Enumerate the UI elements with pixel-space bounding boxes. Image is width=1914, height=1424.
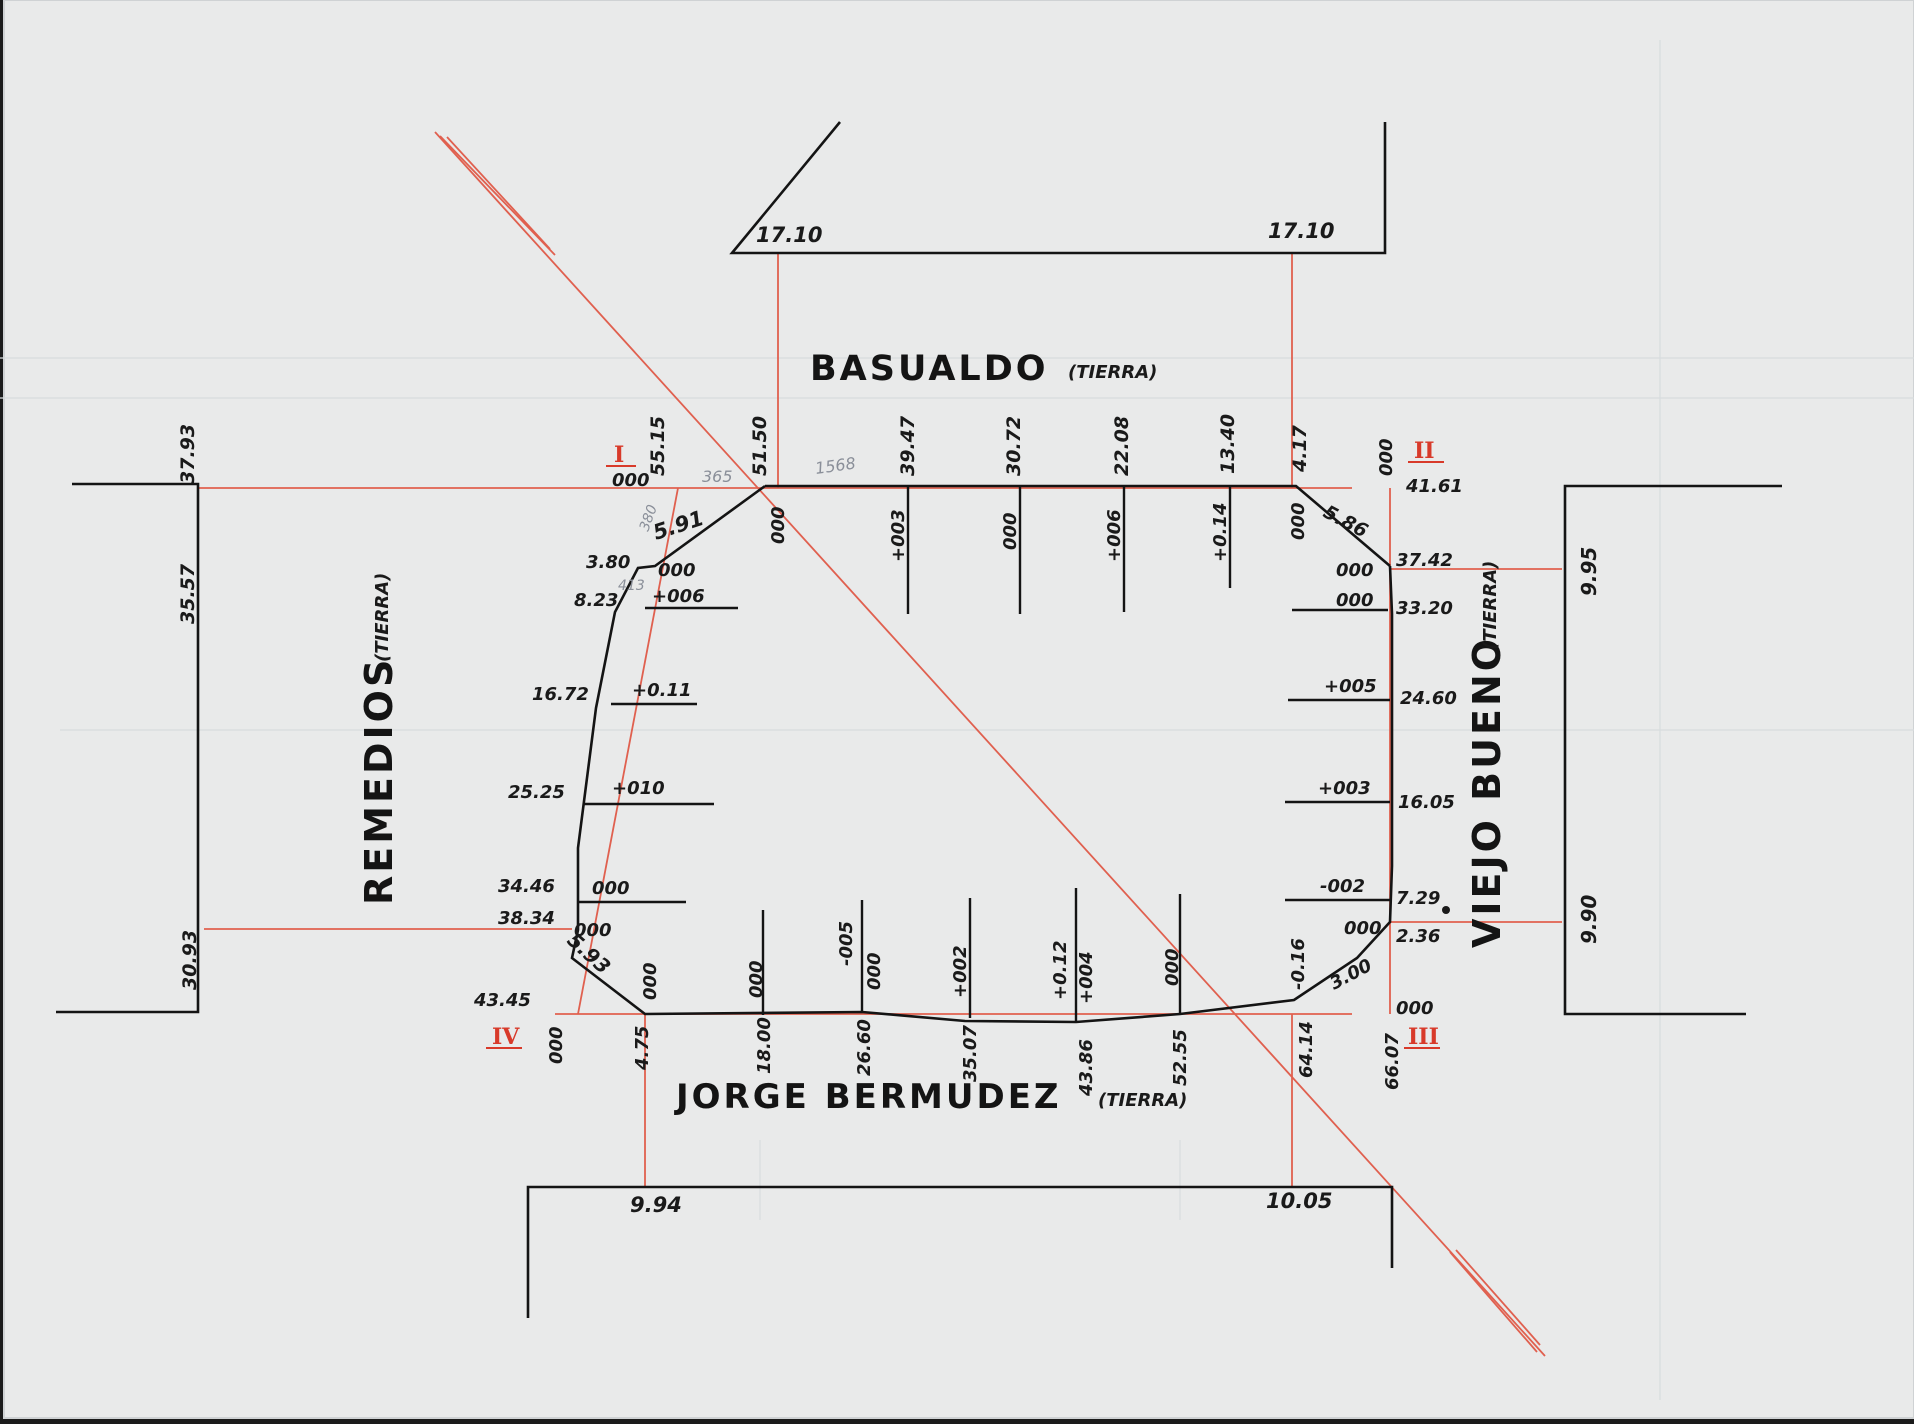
top-chainage: 4.17 [1289,424,1311,473]
left-offset-labels: 000 +006 +0.11 +010 000 000 [574,560,705,941]
bottom-offset: +0.12 [1050,941,1071,1001]
left-chainage: 34.46 [498,876,555,897]
corner-label-3: III [1408,1024,1439,1050]
top-offset: +003 [888,509,909,562]
right-chainage: 16.05 [1398,792,1455,813]
bottom-chainage: 43.86 [1076,1039,1097,1097]
right-offset: 000 [1336,590,1374,611]
street-note-left: (TIERRA) [372,573,393,662]
top-chainage: 39.47 [897,415,919,476]
top-chainage-labels: 55.15 51.50 39.47 30.72 22.08 13.40 4.17 [647,414,1311,476]
left-chainage: 43.45 [473,990,531,1011]
street-note-right: (TIERRA) [1480,561,1501,650]
right-chainage: 000 [1396,998,1434,1019]
corner-label-2: II [1414,438,1435,464]
offset-ticks [578,486,1390,1022]
bottom-chainage: 000 [546,1026,567,1064]
bottom-chainage: 26.60 [854,1019,875,1076]
bottom-offset: +004 [1076,951,1097,1004]
top-offset: +0.14 [1210,503,1231,563]
corner-label-4: IV [492,1024,520,1050]
bottom-width-right: 10.05 [1266,1189,1332,1213]
bottom-width-left: 9.94 [630,1193,682,1217]
right-chainage-labels: 41.61 37.42 33.20 24.60 16.05 7.29 2.36 … [1396,476,1463,1019]
bottom-chainage: 64.14 [1296,1021,1317,1078]
street-note-top: (TIERRA) [1068,362,1157,383]
right-offset: 000 [1336,560,1374,581]
top-corner-end: 000 [1376,438,1397,476]
bottom-offset: -005 [836,921,857,966]
top-chainage: 13.40 [1217,414,1239,474]
top-chainage: 22.08 [1111,416,1133,476]
right-chainage: 7.29 [1396,888,1440,909]
left-offset: +0.11 [632,680,692,701]
right-width-top: 9.95 [1577,547,1601,596]
street-name-left: REMEDIOS [357,657,401,905]
right-chainage: 41.61 [1405,476,1463,497]
left-offset: 000 [574,920,612,941]
left-width-corner: 37.93 [177,424,199,484]
right-chainage: 24.60 [1400,688,1457,709]
block-boundaries [56,121,1782,1318]
faint-guides [0,40,1914,1400]
bottom-offset: 000 [746,960,767,998]
top-chainage: 30.72 [1003,416,1025,476]
left-width-bottom: 30.93 [179,930,201,990]
bottom-offset: 000 [1162,948,1183,986]
bottom-chainage: 18.00 [754,1017,775,1074]
right-chainage: 33.20 [1396,598,1453,619]
left-offset: 000 [592,878,630,899]
right-chainage: 2.36 [1396,926,1440,947]
ink-dot [1442,906,1450,914]
pencil-note: 413 [618,578,645,594]
right-width-bottom: 9.90 [1577,895,1601,944]
top-offset: 000 [768,506,789,544]
left-width-top: 35.57 [177,563,199,624]
left-offset: 000 [658,560,696,581]
bottom-chainage: 52.55 [1170,1029,1191,1086]
left-offset: +006 [652,586,705,607]
street-name-right: VIEJO BUENO [1465,636,1509,948]
right-offset: +005 [1324,676,1377,697]
bottom-chainage-labels: 000 4.75 18.00 26.60 35.07 43.86 52.55 6… [546,1017,1403,1097]
corner-label-1: I [614,442,624,468]
right-chainage: 37.42 [1396,550,1453,571]
bottom-offset: 000 [864,952,885,990]
bottom-offset: +002 [950,945,971,998]
right-offset-labels: 000 000 +005 +003 -002 000 [1318,560,1382,939]
left-chainage: 38.34 [498,908,555,929]
right-offset: 000 [1344,918,1382,939]
left-chainage: 16.72 [532,684,589,705]
left-chainage: 8.23 [574,590,618,611]
left-offset: +010 [612,778,665,799]
street-note-bottom: (TIERRA) [1098,1090,1187,1111]
street-name-bottom: JORGE BERMUDEZ [674,1077,1062,1117]
bottom-offset: 000 [640,962,661,1000]
street-name-top: BASUALDO [810,349,1049,389]
bottom-chainage: 4.75 [632,1026,653,1071]
red-reference-lines [198,131,1562,1357]
left-chainage-labels: 3.80 8.23 16.72 25.25 34.46 38.34 43.45 [473,552,630,1011]
top-offset: 000 [1000,512,1021,550]
bottom-offset: -0.16 [1288,938,1309,990]
top-width-right: 17.10 [1268,219,1334,243]
bottom-chainage: 35.07 [960,1025,981,1082]
top-width-left: 17.10 [756,223,822,247]
right-offset: -002 [1320,876,1365,897]
left-chainage: 3.80 [586,552,630,573]
top-chainage: 51.50 [749,416,771,476]
top-offset: 000 [1288,502,1309,540]
top-chainage: 55.15 [647,416,669,476]
top-offset: +006 [1104,509,1125,562]
bottom-chainage: 66.07 [1382,1033,1403,1090]
top-offset: 000 [612,470,650,491]
right-offset: +003 [1318,778,1371,799]
pencil-note: 365 [702,467,733,486]
left-chainage: 25.25 [508,782,565,803]
